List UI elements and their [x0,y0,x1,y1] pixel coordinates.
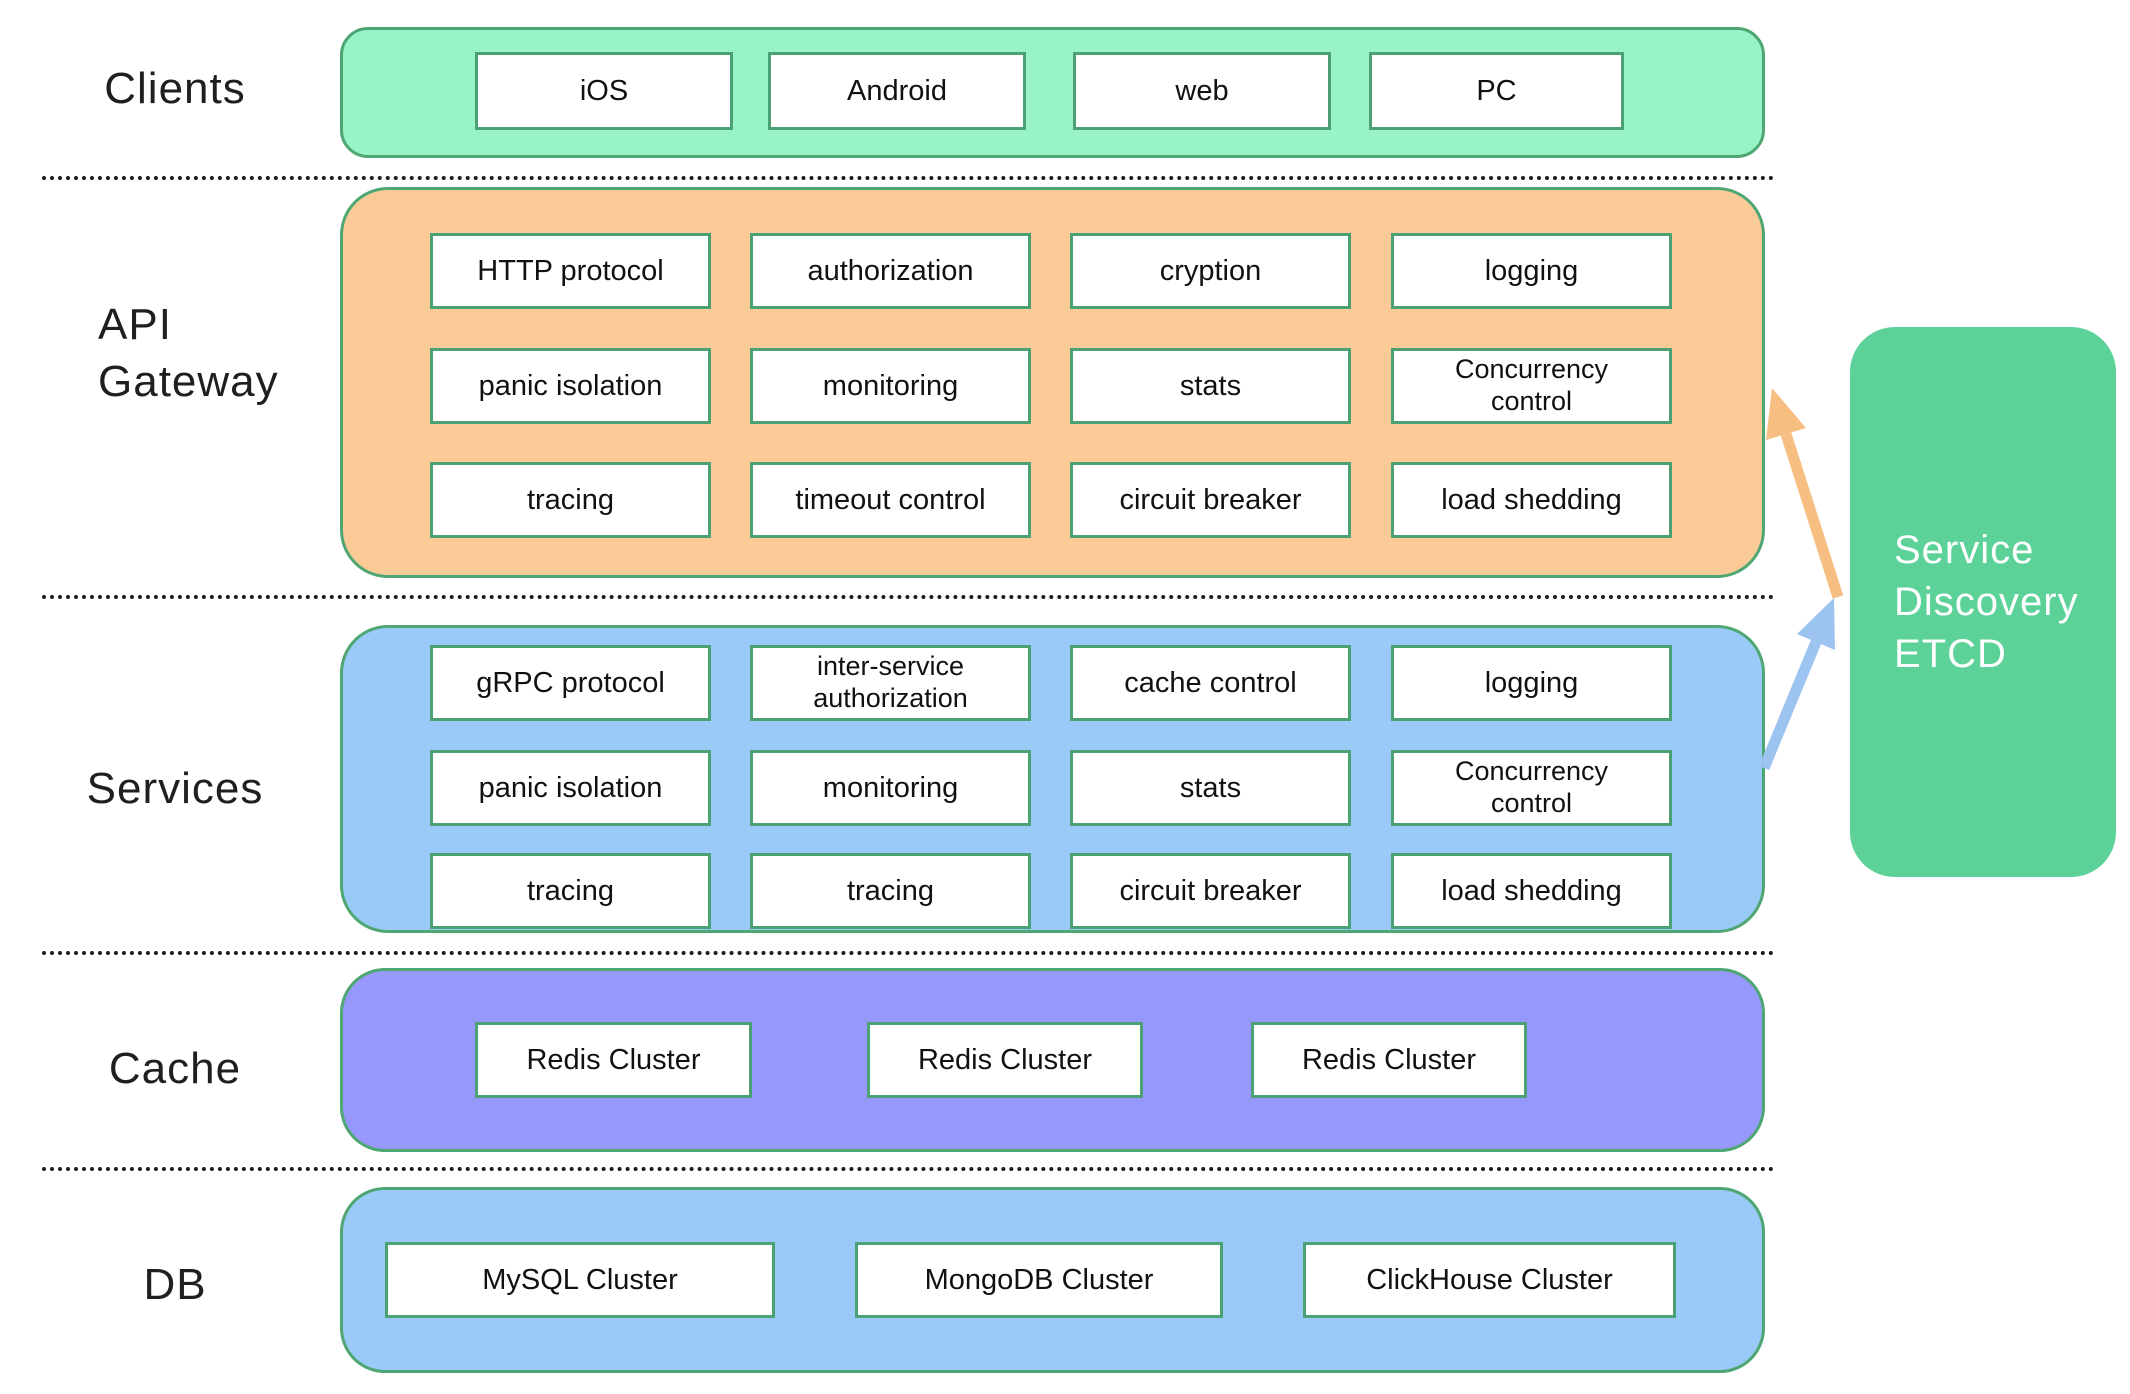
gateway-item-circuit-breaker: circuit breaker [1070,462,1351,538]
services-item-monitoring: monitoring [750,750,1031,826]
services-item-load-shedding: load shedding [1391,853,1672,929]
services-item-circuit-breaker: circuit breaker [1070,853,1351,929]
dotted-separator [42,951,1775,955]
arrow-services-to-etcd [1758,598,1835,771]
gateway-item-timeout-control: timeout control [750,462,1031,538]
services-item-stats: stats [1070,750,1351,826]
layer-label-api-line: API [98,300,172,349]
db-item-clickhouse-cluster: ClickHouse Cluster [1303,1242,1676,1318]
services-item-panic-isolation: panic isolation [430,750,711,826]
dotted-separator [42,595,1775,599]
cache-item-redis-cluster-1: Redis Cluster [475,1022,752,1098]
layer-label-cache: Cache [108,1044,242,1093]
gateway-item-http-protocol: HTTP protocol [430,233,711,309]
dotted-separator [42,176,1775,180]
services-item-cache-control: cache control [1070,645,1351,721]
services-item-tracing-2: tracing [750,853,1031,929]
layer-label-services: Services [86,764,264,813]
gateway-item-stats: stats [1070,348,1351,424]
services-item-tracing-1: tracing [430,853,711,929]
client-item-android: Android [768,52,1026,130]
layer-label-gateway-line: Gateway [98,357,279,406]
services-item-concurrency-control: Concurrency control [1391,750,1672,826]
services-item-logging: logging [1391,645,1672,721]
gateway-item-authorization: authorization [750,233,1031,309]
layer-label-db: DB [143,1260,207,1309]
gateway-item-monitoring: monitoring [750,348,1031,424]
arrow-etcd-to-api-gateway [1766,388,1844,599]
services-item-grpc-protocol: gRPC protocol [430,645,711,721]
gateway-item-cryption: cryption [1070,233,1351,309]
layer-label-clients: Clients [104,64,246,113]
dotted-separator [42,1167,1775,1171]
cache-item-redis-cluster-2: Redis Cluster [867,1022,1143,1098]
gateway-item-tracing: tracing [430,462,711,538]
gateway-item-load-shedding: load shedding [1391,462,1672,538]
etcd-label-line: Discovery [1894,580,2079,624]
client-item-web: web [1073,52,1331,130]
etcd-label-line: ETCD [1894,632,2007,676]
etcd-label-line: Service [1894,528,2035,572]
services-item-inter-service-authorization: inter-service authorization [750,645,1031,721]
layer-label-api-gateway: API Gateway [98,296,279,410]
db-item-mongodb-cluster: MongoDB Cluster [855,1242,1223,1318]
cache-item-redis-cluster-3: Redis Cluster [1251,1022,1527,1098]
gateway-item-concurrency-control: Concurrency control [1391,348,1672,424]
db-item-mysql-cluster: MySQL Cluster [385,1242,775,1318]
gateway-item-panic-isolation: panic isolation [430,348,711,424]
client-item-ios: iOS [475,52,733,130]
gateway-item-logging: logging [1391,233,1672,309]
client-item-pc: PC [1369,52,1624,130]
service-discovery-etcd-box: Service Discovery ETCD [1850,327,2116,877]
